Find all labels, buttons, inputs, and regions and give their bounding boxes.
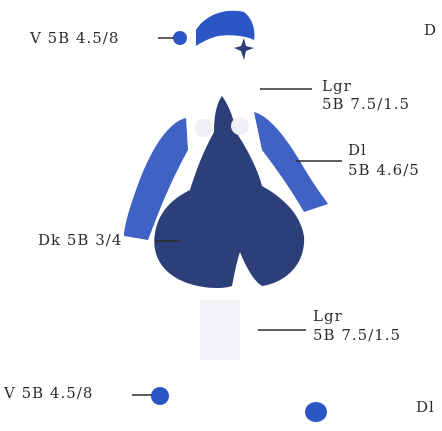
hat-shape xyxy=(196,10,255,46)
bottom-dot-left xyxy=(151,387,169,405)
label-lgr-top-code: Lgr xyxy=(322,77,352,95)
label-bottom-left: V 5B 4.5/8 xyxy=(4,384,94,402)
label-top-left: V 5B 4.5/8 xyxy=(30,29,120,47)
label-bottom-right: Dl xyxy=(416,398,435,416)
label-lgr-bottom-code: Lgr xyxy=(313,307,343,325)
left-sleeve-shape xyxy=(124,118,188,240)
bottom-dot-right xyxy=(305,402,327,422)
label-top-right-corner: D xyxy=(424,21,438,39)
label-lgr-bottom-value: 5B 7.5/1.5 xyxy=(313,326,402,344)
hat-pompom-dot xyxy=(173,31,187,45)
label-dk: Dk 5B 3/4 xyxy=(38,231,123,249)
collar-blob-right xyxy=(231,117,249,135)
right-sleeve-shape xyxy=(254,112,328,212)
label-dl-top-code: Dl xyxy=(348,141,367,159)
label-dl-top-value: 5B 4.6/5 xyxy=(348,161,420,179)
label-lgr-top-value: 5B 7.5/1.5 xyxy=(322,95,411,113)
light-grey-area-bottom xyxy=(200,300,240,360)
star-icon xyxy=(234,38,254,60)
collar-blob-left xyxy=(195,119,213,137)
body-shape xyxy=(154,96,305,288)
